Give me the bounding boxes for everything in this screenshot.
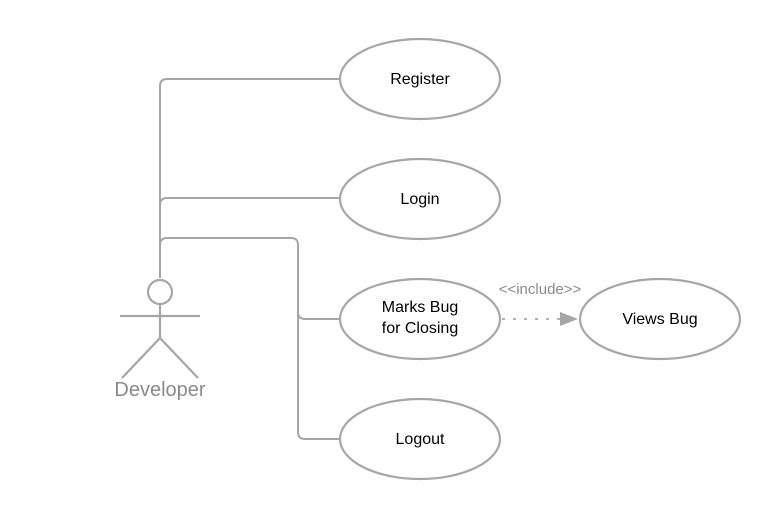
usecase-login-label: Login [400, 191, 439, 208]
usecase-views-bug[interactable]: Views Bug [578, 277, 742, 361]
actor-head [146, 278, 174, 306]
usecase-marks-bug-label: Marks Bug [382, 299, 458, 316]
usecase-logout-shape [338, 397, 502, 481]
usecase-register-shape [338, 37, 502, 121]
usecase-logout-label: Logout [396, 431, 445, 448]
usecase-login[interactable]: Login [338, 157, 502, 241]
include-relationship[interactable]: <<include>> [499, 281, 582, 326]
usecase-register[interactable]: Register [338, 37, 502, 121]
usecase-marks-bug-shape [338, 277, 502, 361]
actor-developer[interactable]: Developer [114, 278, 206, 401]
include-arrowhead [560, 312, 578, 326]
actor-right-leg [159, 337, 199, 379]
usecase-marks-bug-for-closing[interactable]: Marks Bug for Closing [338, 277, 502, 361]
association-marks-bug [297, 311, 340, 320]
association-register [159, 78, 340, 278]
actor-left-leg [121, 337, 161, 379]
association-login [159, 197, 340, 206]
usecase-marks-bug-label-line2: for Closing [382, 320, 458, 337]
usecase-register-label: Register [390, 71, 450, 88]
actor-label: Developer [114, 379, 206, 401]
usecase-views-bug-shape [578, 277, 742, 361]
association-marks-bug-logout [159, 237, 340, 440]
usecase-login-shape [338, 157, 502, 241]
usecase-logout[interactable]: Logout [338, 397, 502, 481]
usecase-views-bug-label: Views Bug [622, 311, 697, 328]
include-stereotype-label: <<include>> [499, 281, 582, 298]
